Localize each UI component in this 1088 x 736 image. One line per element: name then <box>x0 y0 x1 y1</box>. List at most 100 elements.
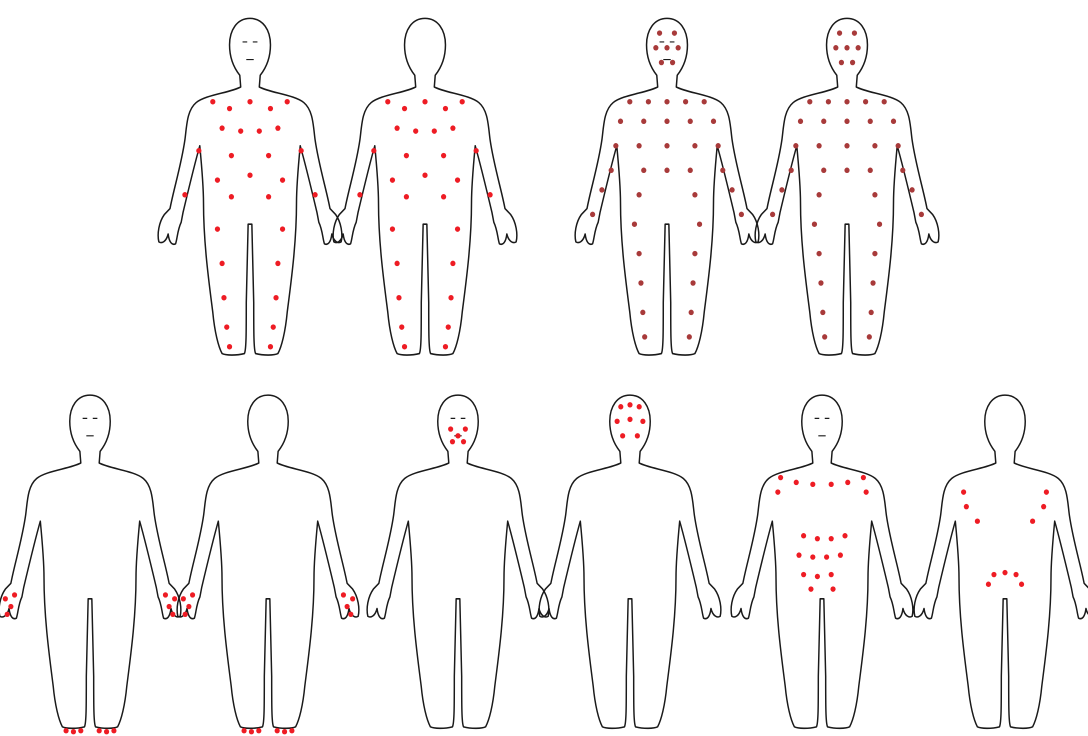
lesion-dot <box>896 143 901 148</box>
lesion-dot <box>872 251 877 256</box>
lesion-dot <box>385 99 390 104</box>
lesion-dot <box>348 612 353 617</box>
human-body-front-outline-icon <box>731 395 913 728</box>
human-body-front-outline-icon <box>158 18 342 355</box>
lesion-dot <box>271 324 276 329</box>
lesion-dot <box>432 128 437 133</box>
lesion-dot <box>659 60 664 65</box>
lesion-dot <box>599 187 604 192</box>
lesion-dot <box>242 728 247 733</box>
lesion-dot <box>186 604 191 609</box>
lesion-dot <box>422 99 427 104</box>
lesion-dot <box>350 596 355 601</box>
lesion-dot <box>739 212 744 217</box>
human-body-front-outline-icon <box>367 395 549 728</box>
lesion-dot <box>779 187 784 192</box>
human-body-back-outline-icon <box>914 395 1088 728</box>
lesion-dot <box>850 60 855 65</box>
lesion-dot <box>838 552 843 557</box>
lesion-dot <box>810 554 815 559</box>
lesion-dot <box>268 106 273 111</box>
lesion-dot <box>312 192 317 197</box>
lesion-dot <box>641 119 646 124</box>
lesion-dot <box>636 251 641 256</box>
lesion-dot <box>345 604 350 609</box>
body-figure-back <box>539 395 721 728</box>
lesion-dot <box>266 153 271 158</box>
lesion-dot <box>219 125 224 130</box>
lesion-dot <box>275 125 280 130</box>
lesion-dot <box>1002 570 1007 575</box>
lesion-dot <box>443 106 448 111</box>
lesion-dot <box>664 99 669 104</box>
lesion-dot <box>227 106 232 111</box>
lesion-dot <box>390 226 395 231</box>
lesion-dot <box>280 226 285 231</box>
lesion-dot <box>821 168 826 173</box>
human-body-front-outline-icon <box>575 18 759 355</box>
lesion-dot <box>402 106 407 111</box>
lesion-dot <box>697 221 702 226</box>
lesion-dot <box>632 221 637 226</box>
lesion-dot <box>796 552 801 557</box>
lesion-dot <box>487 192 492 197</box>
lesion-dot <box>729 187 734 192</box>
lesion-dot <box>78 728 83 733</box>
body-figure-front <box>0 395 181 734</box>
lesion-dot <box>829 482 834 487</box>
lesion-dot <box>636 192 641 197</box>
lesion-dot <box>620 433 625 438</box>
lesion-dot <box>867 334 872 339</box>
lesion-dot <box>229 153 234 158</box>
lesion-dot <box>837 30 842 35</box>
lesion-dot <box>640 419 645 424</box>
lesion-dot <box>285 99 290 104</box>
lesion-dot <box>394 125 399 130</box>
lesion-dot <box>404 153 409 158</box>
human-body-back-outline-icon <box>177 395 359 728</box>
lesion-dot <box>833 45 838 50</box>
lesion-dot <box>961 489 966 494</box>
face-features-icon <box>660 42 675 60</box>
lesion-dot <box>1013 572 1018 577</box>
lesion-dot <box>266 194 271 199</box>
lesion-dot <box>635 433 640 438</box>
lesion-dot <box>455 433 460 438</box>
lesion-dot <box>829 572 834 577</box>
lesion-dot <box>450 439 455 444</box>
lesion-dot <box>461 439 466 444</box>
lesion-dot <box>672 30 677 35</box>
lesion-dot <box>618 404 623 409</box>
lesion-dot <box>919 212 924 217</box>
row-2-figures <box>0 395 1088 734</box>
lesion-dot <box>820 310 825 315</box>
lesion-dot <box>711 119 716 124</box>
lesion-dot <box>692 192 697 197</box>
lesion-dot <box>664 119 669 124</box>
lesion-dot <box>448 295 453 300</box>
lesion-dot <box>404 194 409 199</box>
lesion-dot <box>826 99 831 104</box>
lesion-dot <box>455 226 460 231</box>
lesion-dot <box>872 143 877 148</box>
lesion-dot <box>97 728 102 733</box>
lesion-dot <box>282 729 287 734</box>
lesion-dot <box>299 148 304 153</box>
lesion-dot <box>64 728 69 733</box>
lesion-dot <box>1030 518 1035 523</box>
lesion-dot <box>111 728 116 733</box>
lesion-dot <box>172 596 177 601</box>
lesion-dot <box>861 475 866 480</box>
lesion-dot <box>676 45 681 50</box>
lesion-dot <box>844 45 849 50</box>
lesion-dot <box>991 572 996 577</box>
row-1-figures <box>158 18 939 355</box>
lesion-dot <box>210 99 215 104</box>
lesion-dot <box>238 128 243 133</box>
lesion-dot <box>273 295 278 300</box>
lesion-dot <box>390 177 395 182</box>
lesion-dot <box>687 334 692 339</box>
lesion-dot <box>256 728 261 733</box>
lesion-dot <box>590 212 595 217</box>
